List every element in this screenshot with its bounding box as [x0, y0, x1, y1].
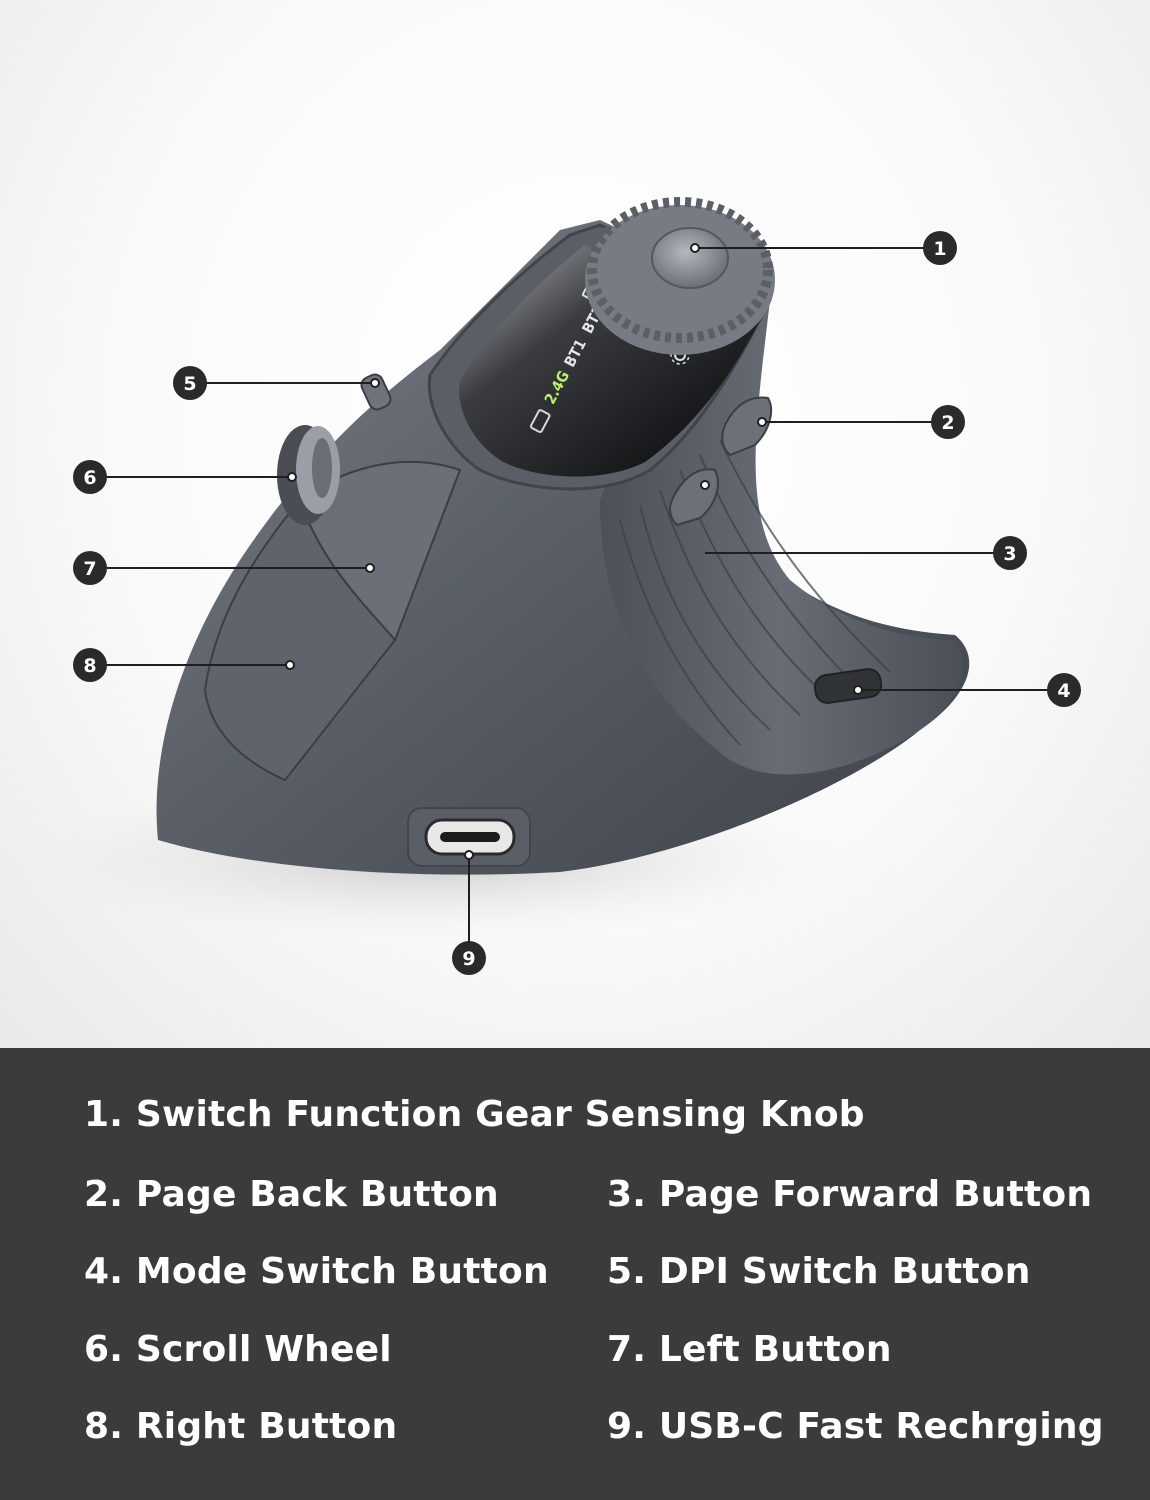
callout-number-5: 5 [183, 373, 196, 395]
callout-badge-2: 2 [931, 405, 965, 439]
legend-item-4: 4. Mode Switch Button [84, 1251, 549, 1292]
dpi-switch-button[interactable] [359, 372, 393, 412]
product-image-area: 2.4G BT1 BT2 [0, 0, 1150, 1048]
vertical-mouse-illustration: 2.4G BT1 BT2 [10, 197, 1081, 975]
callout-badge-3: 3 [993, 536, 1027, 570]
callout-lines [90, 247, 1064, 958]
legend-item-5: 5. DPI Switch Button [607, 1251, 1031, 1292]
legend-item-9: 9. USB-C Fast Rechrging [607, 1406, 1104, 1447]
legend-item-6: 6. Scroll Wheel [84, 1329, 392, 1370]
legend-item-7: 7. Left Button [607, 1329, 892, 1370]
callout-number-2: 2 [941, 412, 954, 434]
legend-item-8: 8. Right Button [84, 1406, 398, 1447]
callout-number-3: 3 [1003, 543, 1016, 565]
callout-badge-5: 5 [173, 366, 207, 400]
legend-item-2: 2. Page Back Button [84, 1174, 499, 1215]
callout-badge-4: 4 [1047, 673, 1081, 707]
feature-legend-panel: 1. Switch Function Gear Sensing Knob 2. … [0, 1048, 1150, 1500]
callout-badge-8: 8 [73, 648, 107, 682]
callout-dots [285, 243, 863, 860]
usb-c-port [407, 807, 531, 867]
battery-icon [529, 409, 551, 433]
callout-number-1: 1 [933, 238, 946, 260]
legend-item-3: 3. Page Forward Button [607, 1174, 1093, 1215]
callout-badge-1: 1 [923, 231, 957, 265]
function-gear-knob[interactable] [585, 197, 775, 355]
page-back-button[interactable] [721, 396, 773, 457]
legend-item-1: 1. Switch Function Gear Sensing Knob [84, 1094, 865, 1135]
callout-number-9: 9 [462, 948, 475, 970]
callout-badge-7: 7 [73, 551, 107, 585]
callout-number-7: 7 [83, 558, 96, 580]
callout-number-6: 6 [83, 467, 96, 489]
callout-badge-9: 9 [452, 941, 486, 975]
callout-number-8: 8 [83, 655, 96, 677]
grip-ridges [619, 439, 891, 746]
callout-number-4: 4 [1057, 680, 1070, 702]
mode-switch-button[interactable] [813, 668, 883, 705]
scroll-wheel[interactable] [277, 425, 340, 525]
callout-badge-6: 6 [73, 460, 107, 494]
